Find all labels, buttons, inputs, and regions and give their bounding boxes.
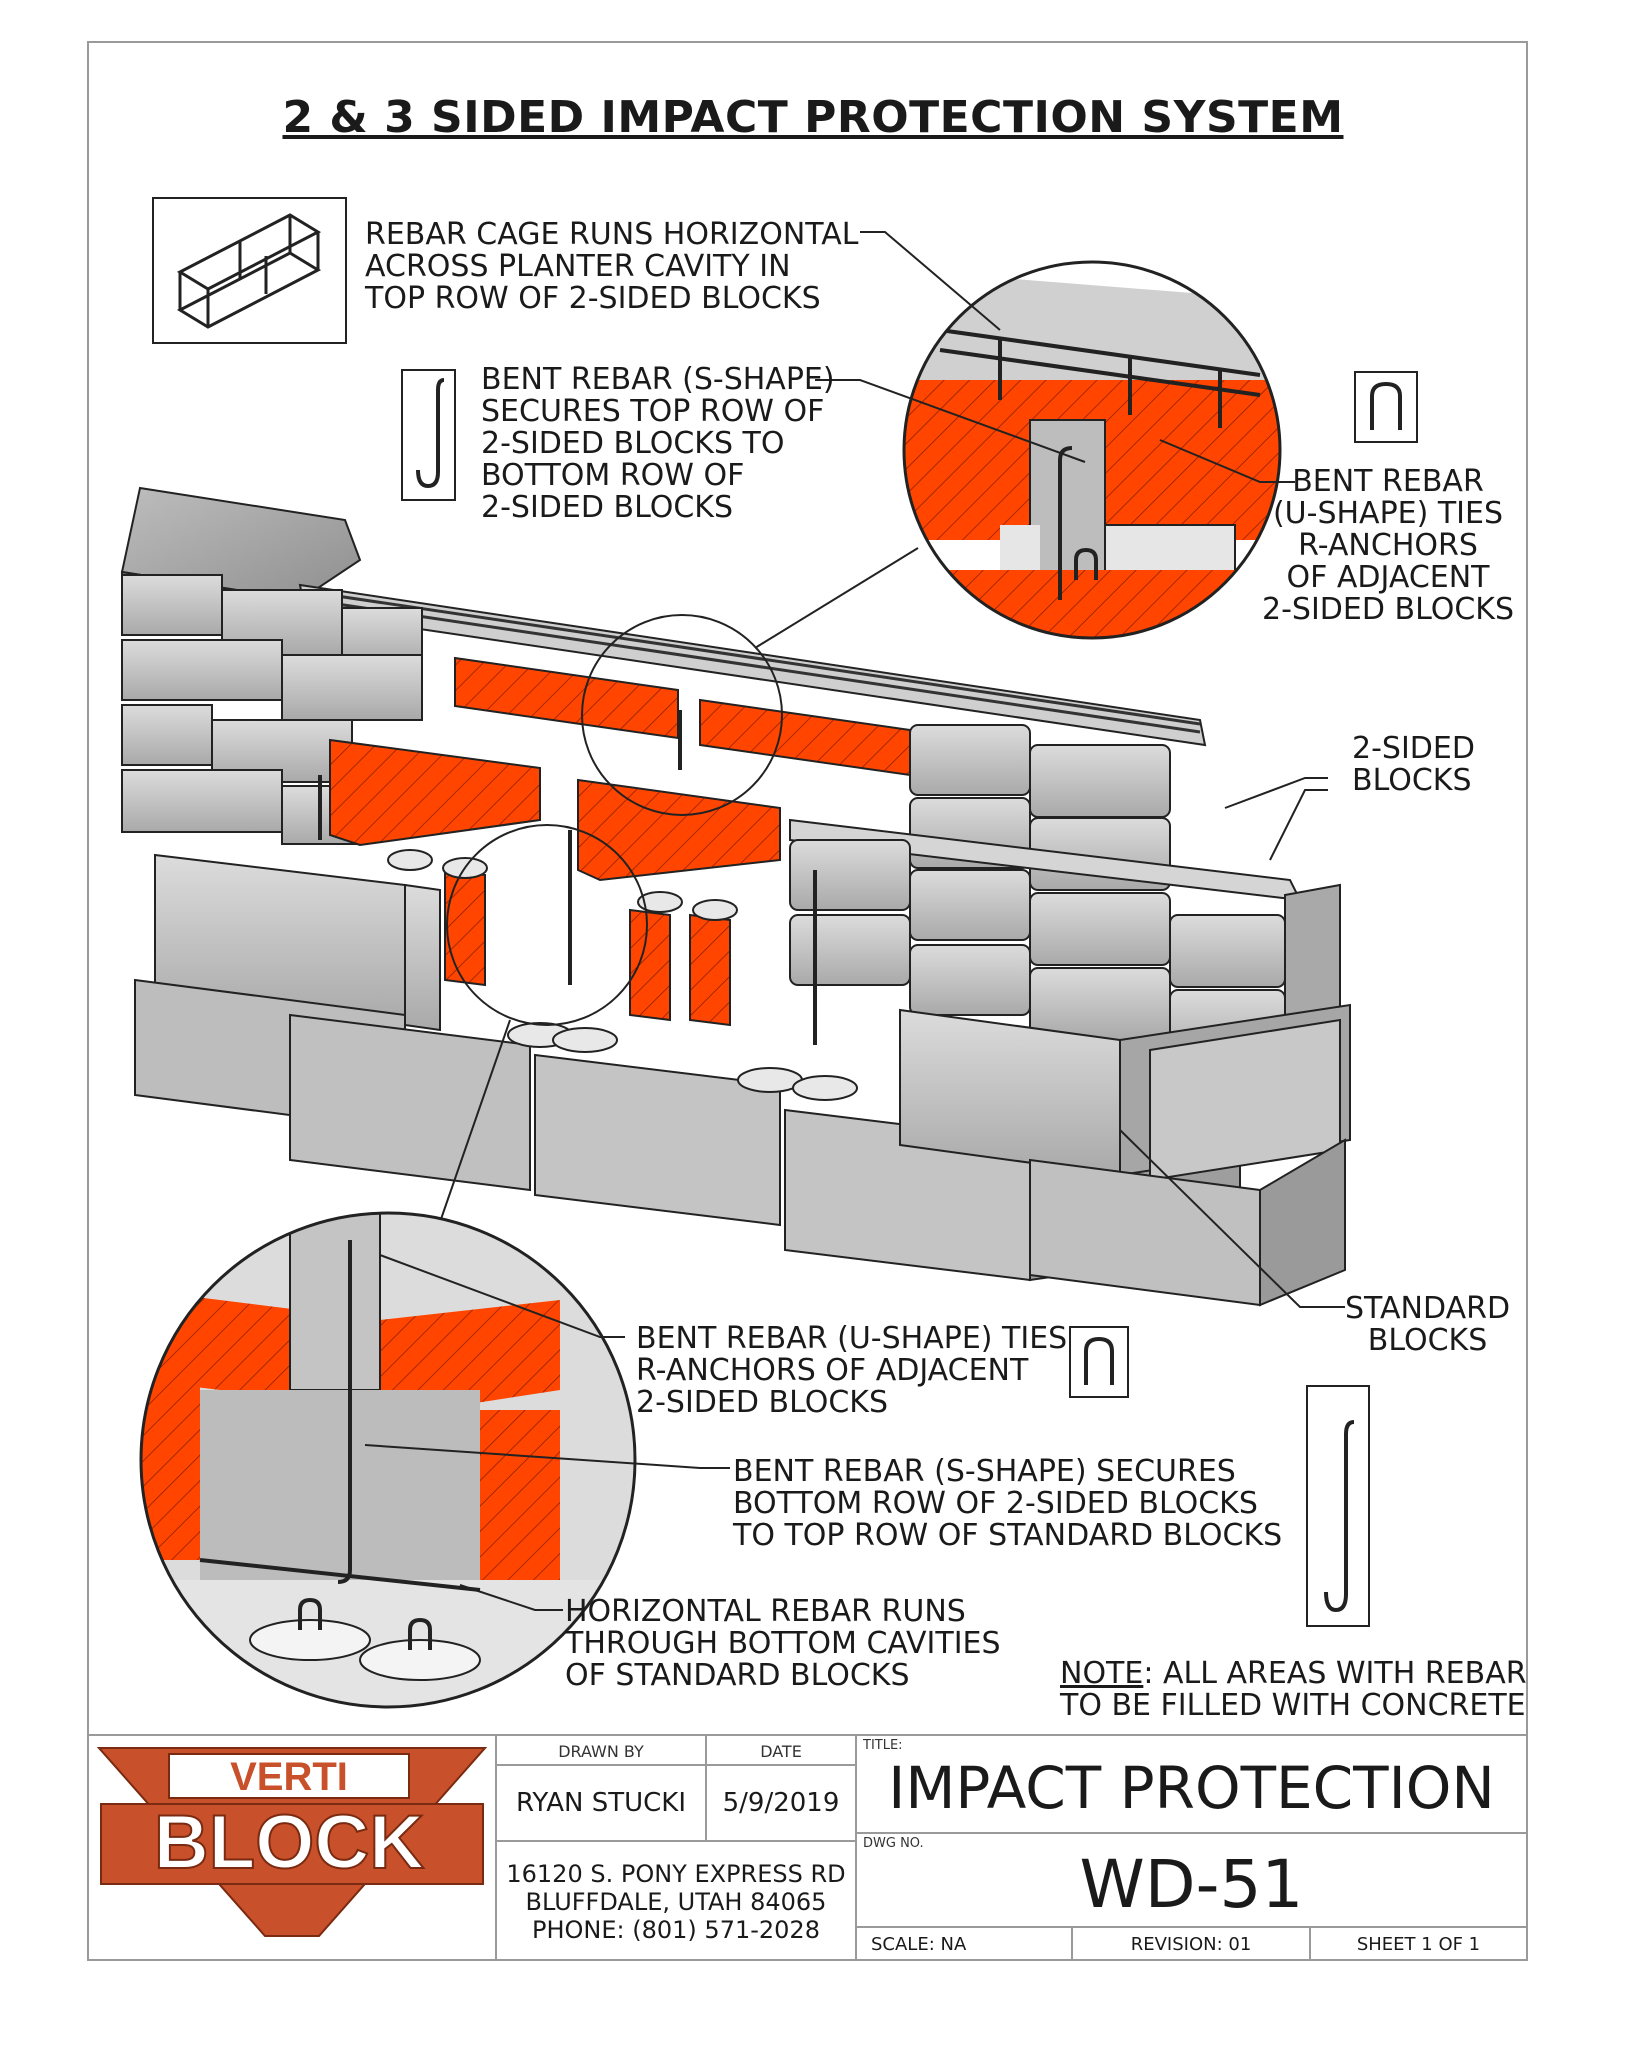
callout-standard-blocks: STANDARD BLOCKS: [1345, 1291, 1511, 1358]
u-shape-rebar-icon: [1354, 371, 1418, 443]
scale-cell: SCALE: NA: [855, 1926, 1073, 1961]
revision-value: REVISION: 01: [1130, 1934, 1252, 1955]
drawn-by-label-cell: DRAWN BY: [495, 1734, 707, 1766]
dwg-no-label: DWG NO.: [863, 1836, 924, 1851]
sheet-number: SHEET 1 OF 1: [1356, 1934, 1481, 1955]
date-cell: 5/9/2019: [705, 1764, 857, 1842]
drawn-by-value: RYAN STUCKI: [515, 1788, 687, 1818]
logo-top-text: VERTI: [230, 1755, 348, 1799]
company-address: 16120 S. PONY EXPRESS RD BLUFFDALE, UTAH…: [506, 1860, 846, 1944]
s-shape-rebar-icon-2: [1306, 1385, 1370, 1627]
callout-s-shape-top: BENT REBAR (S-SHAPE) SECURES TOP ROW OF …: [481, 362, 835, 525]
drawing-number: WD-51: [1079, 1846, 1304, 1923]
date-label: DATE: [760, 1742, 802, 1761]
callout-horizontal-rebar: HORIZONTAL REBAR RUNS THROUGH BOTTOM CAV…: [565, 1594, 1001, 1693]
date-value: 5/9/2019: [722, 1788, 840, 1818]
note-label: NOTE: [1060, 1656, 1144, 1691]
address-cell: 16120 S. PONY EXPRESS RD BLUFFDALE, UTAH…: [495, 1840, 857, 1961]
drawn-by-label: DRAWN BY: [558, 1742, 644, 1761]
top-detail-circle: [902, 260, 1282, 640]
date-label-cell: DATE: [705, 1734, 857, 1766]
title-label: TITLE:: [863, 1738, 903, 1753]
wall-assembly: [120, 486, 1351, 1307]
title-block: VERTI BLOCK DRAWN BY DATE RYAN STUCKI 5/…: [87, 1734, 1528, 1961]
scale-value: SCALE: NA: [871, 1934, 967, 1955]
title-cell: TITLE: IMPACT PROTECTION: [855, 1734, 1528, 1834]
leader-lines: [364, 231, 1345, 1611]
sheet-cell: SHEET 1 OF 1: [1309, 1926, 1528, 1961]
drawing-title: IMPACT PROTECTION: [888, 1754, 1495, 1822]
drawn-by-cell: RYAN STUCKI: [495, 1764, 707, 1842]
callout-two-sided-blocks: 2-SIDED BLOCKS: [1352, 731, 1475, 798]
logo-cell: VERTI BLOCK: [87, 1734, 497, 1961]
callout-s-shape-bottom: BENT REBAR (S-SHAPE) SECURES BOTTOM ROW …: [733, 1454, 1283, 1553]
callout-rebar-cage: REBAR CAGE RUNS HORIZONTAL ACROSS PLANTE…: [365, 217, 859, 316]
note: NOTE: ALL AREAS WITH REBAR TO BE FILLED …: [1060, 1658, 1527, 1722]
s-shape-rebar-icon: [401, 369, 456, 501]
u-shape-rebar-icon-2: [1069, 1326, 1129, 1398]
dwg-no-cell: DWG NO. WD-51: [855, 1832, 1528, 1928]
vertiblock-logo: VERTI BLOCK: [96, 1747, 488, 1937]
callout-u-shape-top: BENT REBAR (U-SHAPE) TIES R-ANCHORS OF A…: [1262, 464, 1514, 627]
detail-reference-circles: [439, 547, 919, 1223]
sheet-title: 2 & 3 SIDED IMPACT PROTECTION SYSTEM: [282, 92, 1344, 143]
note-text: : ALL AREAS WITH REBAR TO BE FILLED WITH…: [1060, 1656, 1527, 1723]
rebar-cage-icon: [152, 197, 347, 344]
revision-cell: REVISION: 01: [1071, 1926, 1311, 1961]
callout-u-shape-bottom: BENT REBAR (U-SHAPE) TIES R-ANCHORS OF A…: [636, 1321, 1068, 1420]
logo-main-text: BLOCK: [154, 1800, 424, 1885]
